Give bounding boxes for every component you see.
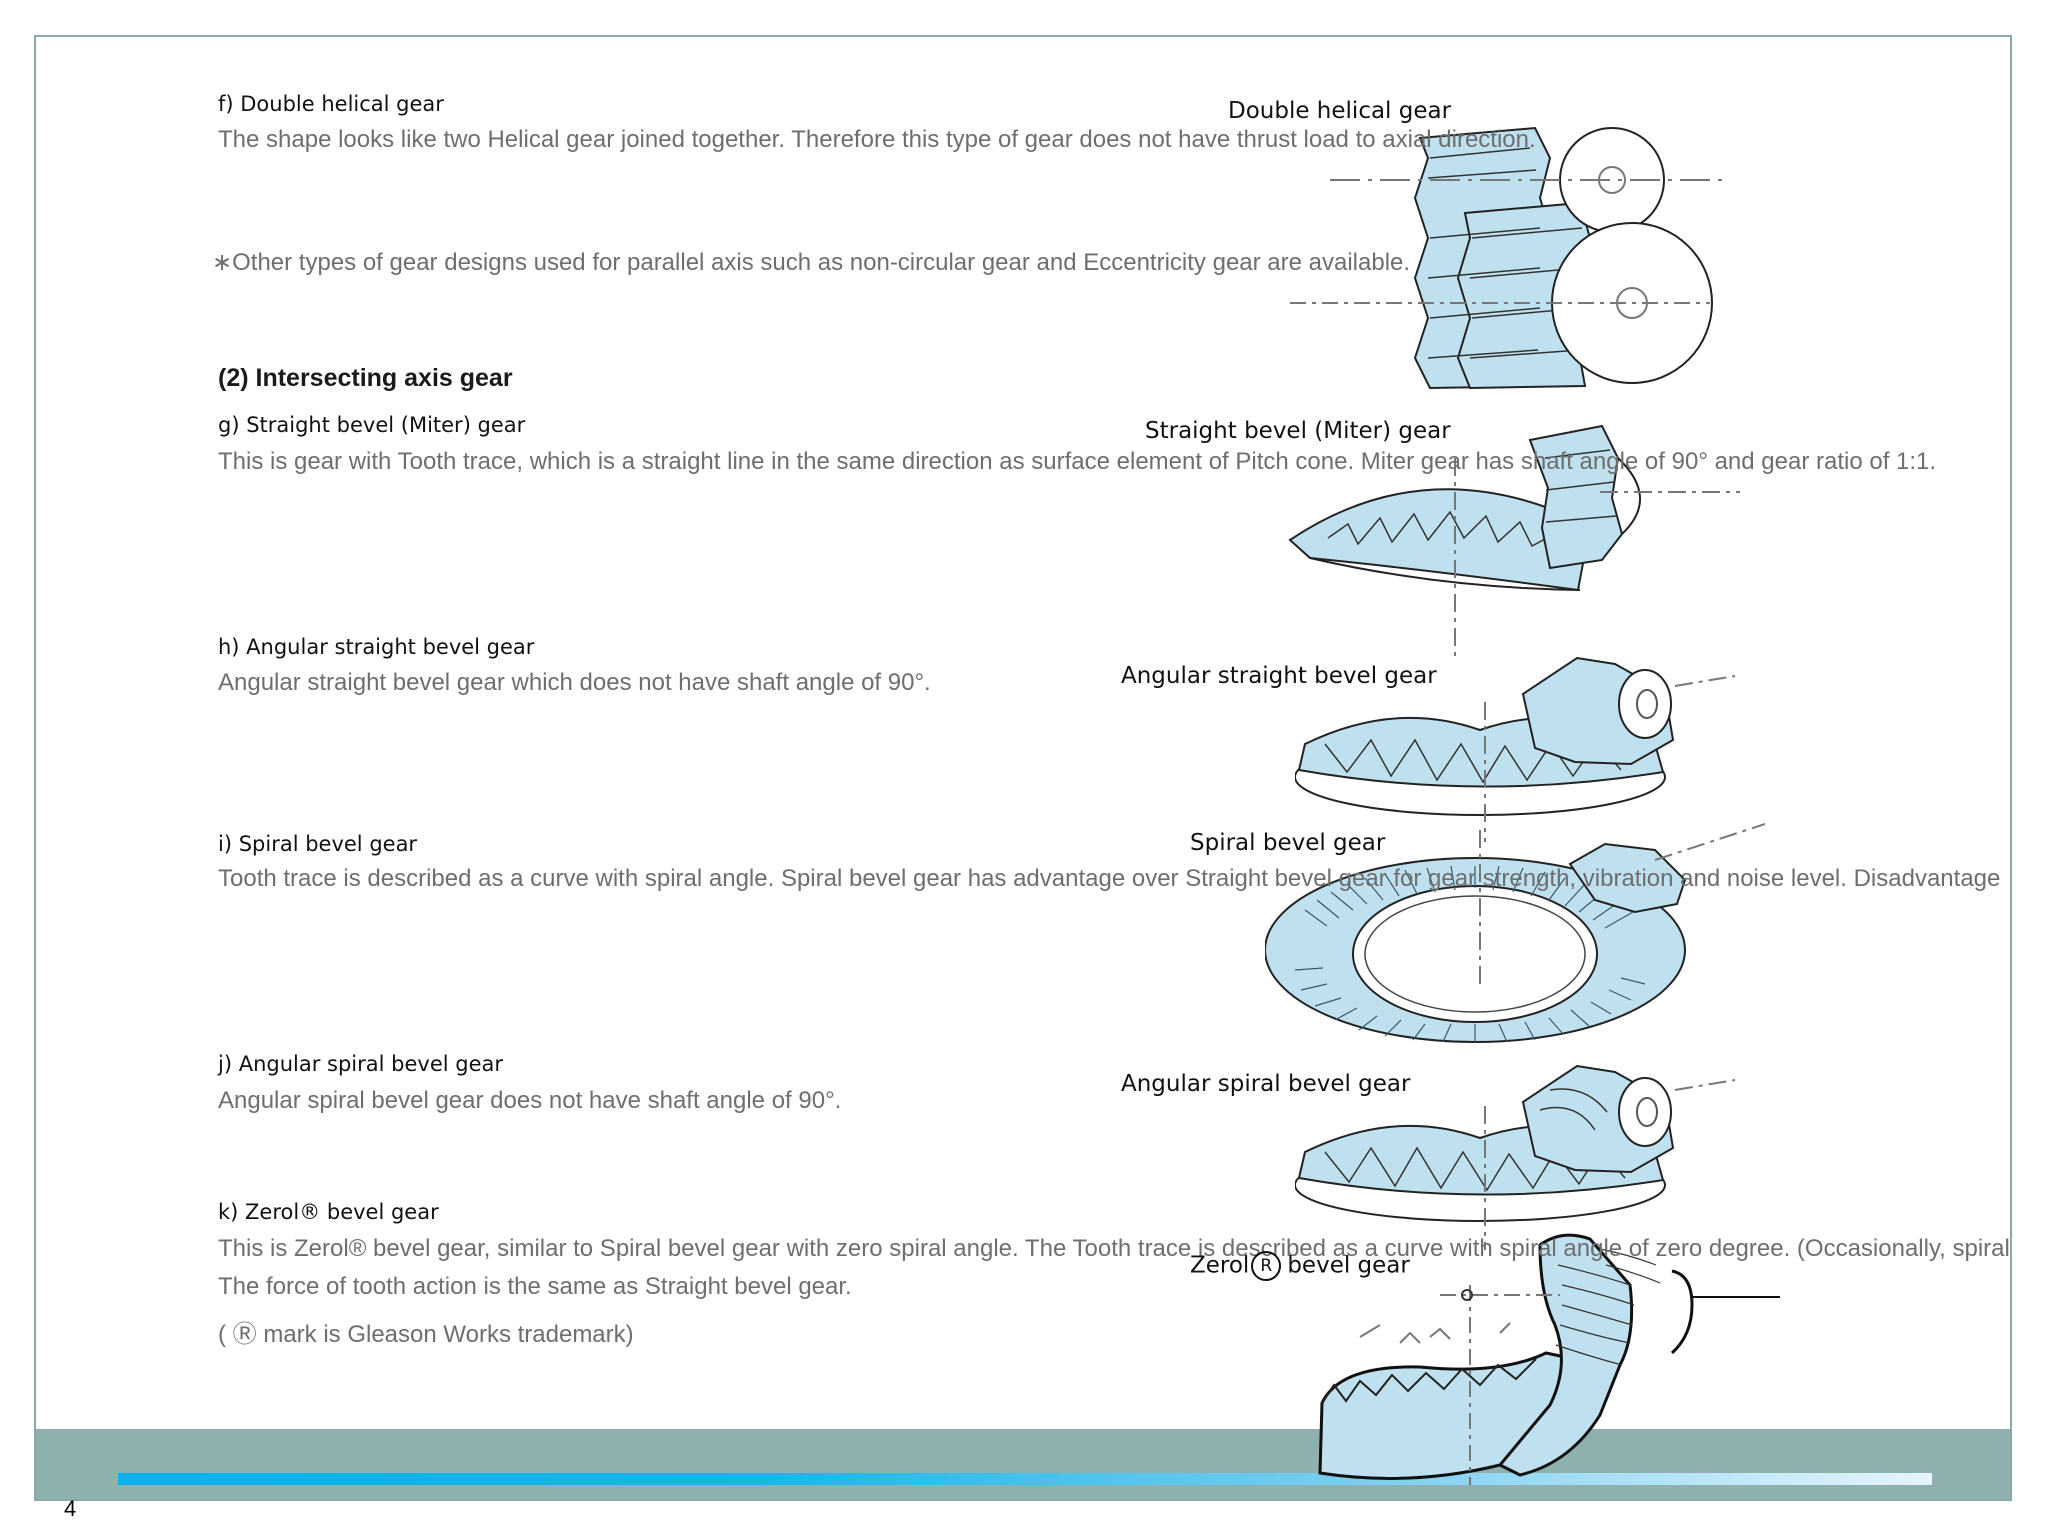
page-frame (34, 35, 2012, 1501)
item-f-title: f) Double helical gear (218, 92, 444, 116)
angular-straight-bevel-gear-illustration (1295, 656, 1736, 842)
item-g-title: g) Straight bevel (Miter) gear (218, 413, 526, 437)
item-k-body-1: This is Zerol® bevel gear, similar to Sp… (218, 1235, 2010, 1262)
item-g-body: This is gear with Tooth trace, which is … (218, 448, 1937, 475)
figure-label-spiral-bevel: Spiral bevel gear (1190, 830, 1386, 856)
item-h-title: h) Angular straight bevel gear (218, 635, 535, 659)
footer-stripe (118, 1473, 1932, 1485)
figure-label-straight-bevel: Straight bevel (Miter) gear (1145, 418, 1451, 444)
straight-bevel-gear-illustration (1288, 424, 1740, 658)
zerol-bevel-gear-illustration (1318, 1233, 1780, 1485)
angular-spiral-bevel-gear-illustration (1295, 1064, 1736, 1250)
item-i-body: Tooth trace is described as a curve with… (218, 865, 2001, 892)
item-f-body: The shape looks like two Helical gear jo… (218, 126, 1536, 153)
page-number: 4 (64, 1496, 77, 1521)
figure-label-angular-straight: Angular straight bevel gear (1121, 663, 1437, 689)
figure-label-zerol-suffix: bevel gear (1287, 1252, 1410, 1279)
parallel-axis-note: ∗Other types of gear designs used for pa… (212, 249, 1411, 276)
item-j-body: Angular spiral bevel gear does not have … (218, 1087, 842, 1114)
item-j-title: j) Angular spiral bevel gear (218, 1052, 504, 1076)
section-heading: (2) Intersecting axis gear (218, 364, 513, 392)
registered-mark-icon: R (1251, 1251, 1282, 1281)
item-k-body-3: ( Ⓡ mark is Gleason Works trademark) (218, 1321, 634, 1348)
item-i-title: i) Spiral bevel gear (218, 832, 418, 856)
double-helical-gear-illustration (1290, 126, 1730, 390)
footer-band (36, 1429, 2010, 1499)
figure-label-zerol-prefix: Zerol (1190, 1252, 1250, 1279)
figure-label-double-helical: Double helical gear (1228, 98, 1452, 124)
item-k-title: k) Zerol® bevel gear (218, 1200, 439, 1224)
figure-label-angular-spiral: Angular spiral bevel gear (1121, 1071, 1411, 1097)
item-k-body-2: The force of tooth action is the same as… (218, 1273, 852, 1300)
item-h-body: Angular straight bevel gear which does n… (218, 669, 931, 696)
spiral-bevel-gear-illustration (1265, 823, 1765, 1043)
